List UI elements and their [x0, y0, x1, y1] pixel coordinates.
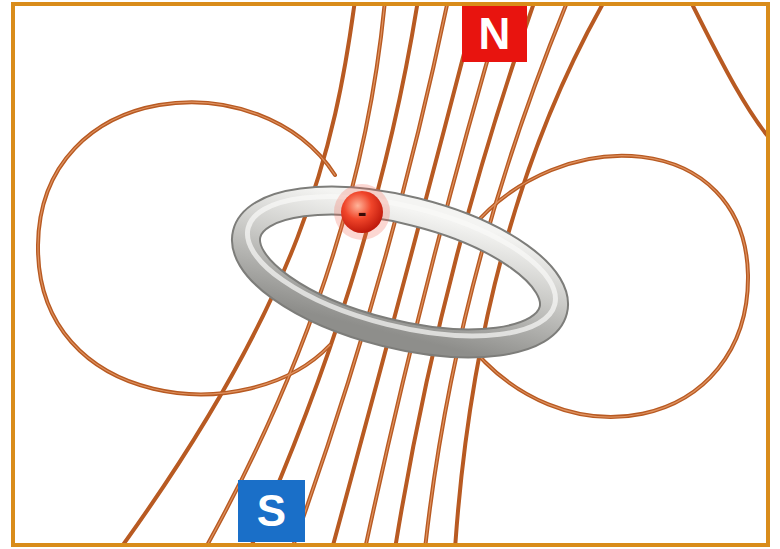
north-pole-label: N [462, 6, 527, 62]
ring-torus [232, 170, 570, 371]
pole-letter: N [479, 12, 511, 56]
pole-letter: S [257, 489, 286, 533]
frame-border [13, 4, 768, 545]
field-lines [38, 6, 766, 543]
electron-charge: - [340, 190, 384, 234]
charge-sign: - [358, 199, 367, 225]
south-pole-label: S [238, 480, 305, 542]
